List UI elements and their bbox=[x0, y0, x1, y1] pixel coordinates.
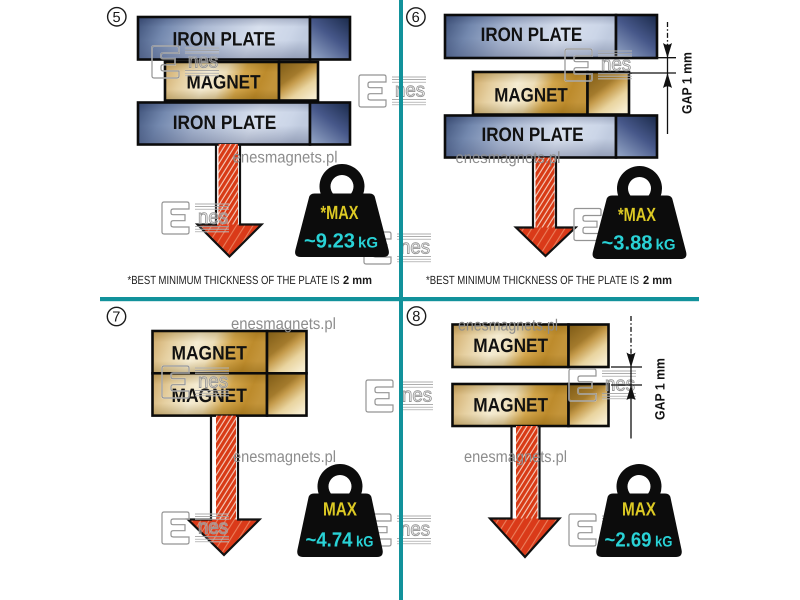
svg-text:MAGNET: MAGNET bbox=[187, 72, 261, 94]
svg-text:MAGNET: MAGNET bbox=[494, 85, 568, 107]
svg-text:~9.23: ~9.23 bbox=[304, 230, 355, 253]
svg-text:IRON PLATE: IRON PLATE bbox=[481, 24, 583, 46]
svg-text:MAGNET: MAGNET bbox=[473, 335, 548, 357]
svg-text:IRON PLATE: IRON PLATE bbox=[482, 124, 584, 146]
svg-text:7: 7 bbox=[112, 310, 120, 326]
svg-text:enesmagnets.pl: enesmagnets.pl bbox=[231, 315, 336, 333]
svg-text:*BEST MINIMUM THICKNESS OF THE: *BEST MINIMUM THICKNESS OF THE PLATE IS bbox=[426, 273, 639, 287]
svg-text:MAX: MAX bbox=[622, 500, 656, 521]
svg-text:kG: kG bbox=[656, 237, 676, 254]
svg-text:IRON PLATE: IRON PLATE bbox=[173, 112, 277, 134]
svg-text:*BEST MINIMUM THICKNESS OF THE: *BEST MINIMUM THICKNESS OF THE PLATE IS bbox=[128, 273, 340, 287]
svg-text:enesmagnets.pl: enesmagnets.pl bbox=[456, 149, 561, 167]
svg-text:~2.69: ~2.69 bbox=[605, 529, 652, 552]
svg-text:kG: kG bbox=[358, 235, 378, 252]
svg-text:enesmagnets.pl: enesmagnets.pl bbox=[233, 448, 336, 466]
svg-text:5: 5 bbox=[113, 10, 121, 26]
svg-text:enesmagnets.pl: enesmagnets.pl bbox=[458, 317, 558, 335]
svg-text:kG: kG bbox=[356, 534, 374, 551]
svg-text:~3.88: ~3.88 bbox=[602, 232, 653, 255]
svg-text:IRON PLATE: IRON PLATE bbox=[173, 29, 276, 51]
svg-text:enesmagnets.pl: enesmagnets.pl bbox=[464, 448, 567, 466]
svg-text:MAGNET: MAGNET bbox=[172, 343, 247, 365]
svg-text:*MAX: *MAX bbox=[618, 205, 656, 226]
svg-text:2 mm: 2 mm bbox=[343, 273, 372, 287]
svg-text:~4.74: ~4.74 bbox=[306, 529, 354, 552]
svg-text:kG: kG bbox=[655, 534, 673, 551]
svg-text:8: 8 bbox=[412, 309, 420, 325]
svg-text:6: 6 bbox=[412, 10, 420, 26]
svg-text:enesmagnets.pl: enesmagnets.pl bbox=[233, 149, 338, 167]
svg-text:2 mm: 2 mm bbox=[643, 273, 672, 287]
svg-text:*MAX: *MAX bbox=[321, 203, 359, 224]
svg-text:GAP 1 mm: GAP 1 mm bbox=[680, 52, 695, 114]
svg-text:GAP 1 mm: GAP 1 mm bbox=[653, 358, 668, 420]
svg-text:MAX: MAX bbox=[323, 500, 357, 521]
svg-text:MAGNET: MAGNET bbox=[473, 395, 548, 417]
